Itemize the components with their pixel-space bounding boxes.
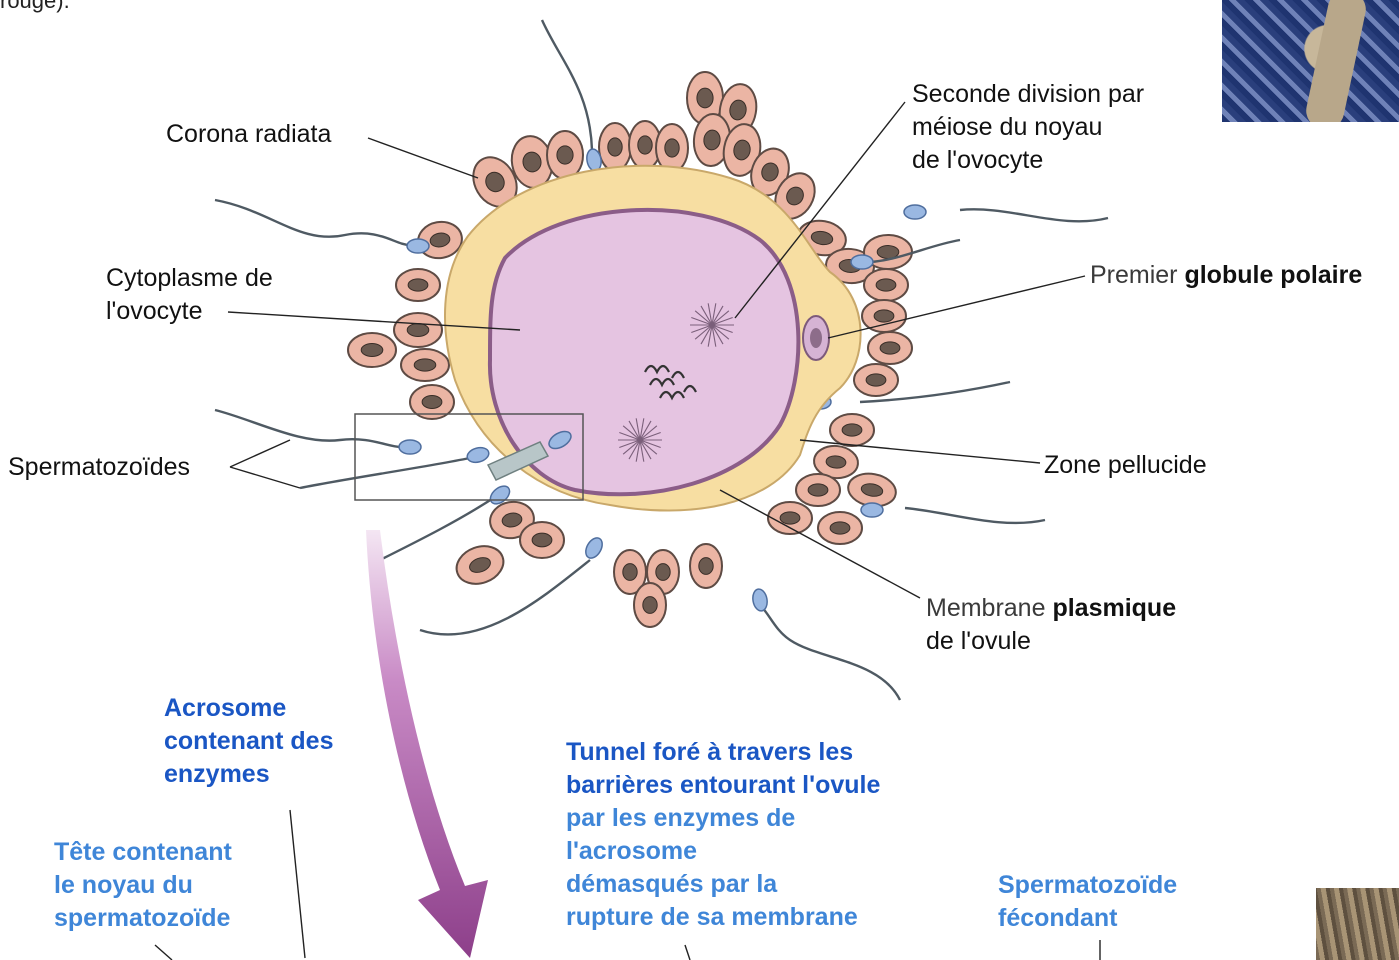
spermatozoon [215, 200, 429, 253]
spermatozoon [751, 588, 900, 700]
label-spermatozoides: Spermatozoïdes [8, 451, 190, 484]
spermatozoon [861, 503, 1045, 523]
corona-cell [656, 124, 688, 172]
corona-cell [599, 123, 631, 171]
zoom-arrow [366, 530, 488, 958]
corona-cell [868, 332, 912, 364]
corona-cell [768, 502, 812, 534]
corona-cell [520, 522, 564, 558]
spermatozoon [904, 205, 1108, 221]
corona-cell [854, 364, 898, 396]
sem-photo-top [1222, 0, 1399, 122]
spermatozoon [300, 445, 490, 488]
micrograph-photo-bottom [1316, 888, 1399, 960]
corona-cell [451, 540, 508, 590]
corona-cell [864, 269, 908, 301]
corona-cell [348, 333, 396, 367]
label-zone-pellucide: Zone pellucide [1044, 449, 1207, 482]
corona-cell [862, 300, 906, 332]
corona-cell [547, 131, 583, 179]
label-membrane-plasmique: Membrane plasmique de l'ovule [926, 592, 1176, 658]
spermatozoon [215, 410, 421, 454]
corona-cell [396, 269, 440, 301]
corona-cell [634, 583, 666, 627]
label-globule-polaire: Premier globule polaire [1090, 259, 1362, 292]
corona-cell [394, 313, 442, 347]
spermatozoon [420, 535, 606, 635]
corona-cell [830, 414, 874, 446]
corona-cell [401, 349, 449, 381]
corona-cell [690, 544, 722, 588]
corona-cell [818, 512, 862, 544]
label-corona-radiata: Corona radiata [166, 118, 331, 151]
corona-cell [796, 474, 840, 506]
